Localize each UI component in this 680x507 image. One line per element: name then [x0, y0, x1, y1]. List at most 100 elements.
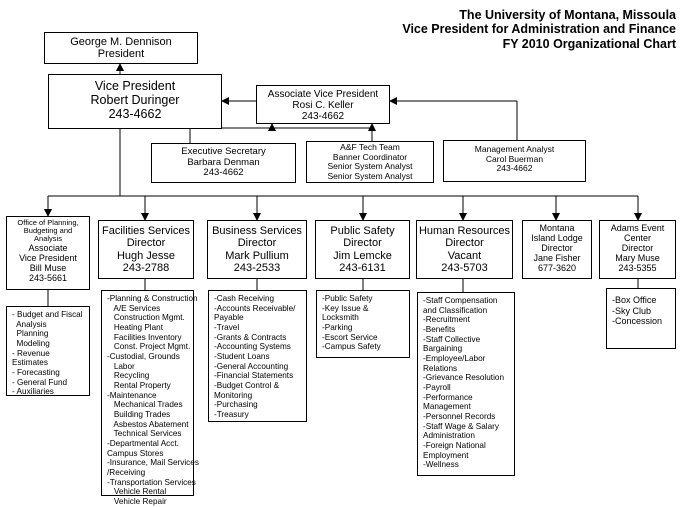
dept-line: Office of Planning,	[17, 218, 79, 227]
avp-title: Associate Vice President	[267, 89, 379, 100]
tech-team-line: Senior System Analyst	[327, 161, 413, 172]
list-item: -Transportation Services	[107, 477, 196, 487]
dept-line: Director	[126, 237, 166, 250]
list-item: -Grants & Contracts	[214, 332, 287, 342]
header-line-3: FY 2010 Organizational Chart	[502, 36, 676, 51]
list-item: -Planning & Construction	[107, 294, 198, 303]
president-name: George M. Dennison	[70, 36, 172, 48]
list-item: -Travel	[214, 323, 240, 333]
list-item: -Staff Collective	[423, 334, 481, 344]
list-item: Technical Services	[107, 429, 182, 439]
list-item: Planning	[12, 329, 49, 339]
exec-secretary-name: Barbara Denman	[187, 156, 260, 168]
list-item: A/E Services	[107, 303, 161, 313]
list-item: /Receiving	[107, 468, 146, 478]
chart-header: The University of Montana, Missoula Vice…	[402, 8, 676, 51]
avp-phone: 243-4662	[301, 111, 345, 123]
list-item: Payable	[214, 313, 244, 323]
dept-line: Hugh Jesse	[116, 249, 176, 262]
mgmt-analyst-title: Management Analyst	[474, 144, 555, 154]
list-item: Locksmith	[322, 313, 359, 323]
dept-line: Associate	[28, 242, 68, 253]
mgmt-analyst-name: Carol Buerman	[485, 153, 544, 164]
dept-line: Public Safety	[330, 225, 395, 237]
dept-line: Bill Muse	[29, 262, 67, 273]
list-item: Building Trades	[107, 410, 171, 420]
avp-box: Associate Vice President Rosi C. Keller …	[256, 85, 390, 124]
list-item: -Insurance, Mail Services	[107, 458, 199, 468]
dept-line: Director	[541, 243, 573, 254]
dept-line: 243-2788	[122, 261, 170, 274]
tech-team-box: A&F Tech Team Banner Coordinator Senior …	[306, 141, 434, 183]
list-item: -Foreign National	[423, 441, 486, 451]
list-item: - Forecasting	[12, 368, 60, 378]
tech-team-title: A&F Tech Team	[340, 142, 400, 152]
list-item: -Accounts Receivable/	[214, 303, 296, 313]
dept-box-island-lodge: Montana Island Lodge Director Jane Fishe…	[522, 220, 592, 279]
list-item: -Staff Compensation	[423, 296, 498, 305]
dept-line: Facilities Services	[101, 225, 191, 237]
dept-line: Human Resources	[418, 225, 511, 237]
list-item: -Employee/Labor	[423, 354, 486, 364]
list-item: -Purchasing	[214, 400, 258, 410]
vp-phone: 243-4662	[108, 107, 162, 121]
mgmt-analyst-box: Management Analyst Carol Buerman 243-466…	[443, 140, 586, 182]
list-adams-center: -Box Office -Sky Club -Concession	[606, 288, 676, 349]
dept-box-human-resources: Human Resources Director Vacant 243-5703	[416, 220, 513, 279]
exec-secretary-title: Executive Secretary	[181, 146, 266, 157]
list-item: -Financial Statements	[214, 371, 294, 381]
dept-box-adams-center: Adams Event Center Director Mary Muse 24…	[599, 220, 676, 279]
list-item: Modeling	[12, 339, 50, 349]
dept-line: Mark Pullium	[225, 249, 289, 262]
list-item: -Grievance Resolution	[423, 373, 505, 383]
list-item: -Departmental Acct.	[107, 439, 179, 449]
list-item: -Campus Safety	[322, 342, 381, 352]
dept-line: Center	[623, 233, 651, 244]
list-item: -Parking	[322, 323, 353, 333]
dept-line: Montana	[539, 223, 575, 233]
list-item: -Performance	[423, 392, 473, 402]
dept-box-facilities: Facilities Services Director Hugh Jesse …	[98, 220, 194, 279]
list-item: -Payroll	[423, 383, 451, 393]
dept-line: 243-2533	[233, 261, 281, 274]
list-item: Vehicle Rental	[107, 487, 167, 497]
list-planning: - Budget and Fiscal Analysis Planning Mo…	[6, 306, 90, 396]
list-item: Estimates	[12, 358, 48, 368]
president-box: George M. Dennison President	[44, 32, 198, 64]
header-line-1: The University of Montana, Missoula	[459, 8, 676, 22]
list-item: -Escort Service	[322, 332, 378, 342]
tech-team-line: Senior System Analyst	[327, 170, 413, 181]
exec-secretary-box: Executive Secretary Barbara Denman 243-4…	[151, 143, 296, 183]
dept-line: Director	[445, 237, 484, 250]
list-item: - Budget and Fiscal	[12, 310, 83, 319]
list-facilities: -Planning & Construction A/E Services Co…	[101, 290, 199, 506]
dept-line: Director	[621, 243, 654, 254]
list-item: -Maintenance	[107, 390, 157, 400]
list-item: - Auxiliaries	[12, 387, 54, 397]
list-item: -Sky Club	[612, 305, 652, 316]
list-public-safety: -Public Safety -Key Issue & Locksmith -P…	[316, 290, 410, 358]
list-item: Vehicle Repair	[107, 497, 167, 507]
avp-name: Rosi C. Keller	[292, 100, 354, 112]
list-item: Mechanical Trades	[107, 400, 183, 410]
list-item: - General Fund	[12, 377, 68, 387]
vp-title: Vice President	[94, 79, 176, 93]
list-item: -Budget Control &	[214, 381, 280, 391]
list-item: -Accounting Systems	[214, 342, 291, 352]
exec-secretary-phone: 243-4662	[203, 167, 244, 179]
list-item: -General Accounting	[214, 361, 289, 371]
dept-line: Analysis	[34, 233, 62, 243]
dept-line: Budgeting and	[23, 225, 73, 235]
list-item: and Classification	[423, 305, 488, 315]
dept-line: 677-3620	[537, 263, 577, 274]
dept-line: Mary Muse	[615, 253, 660, 264]
dept-line: 243-5661	[28, 272, 68, 283]
tech-team-line: Banner Coordinator	[332, 151, 408, 162]
vp-name: Robert Duringer	[90, 93, 180, 107]
list-item: Administration	[423, 431, 475, 441]
list-item: -Public Safety	[322, 294, 373, 303]
dept-box-public-safety: Public Safety Director Jim Lemcke 243-61…	[315, 220, 410, 279]
list-item: -Benefits	[423, 325, 456, 335]
list-item: -Custodial, Grounds	[107, 352, 180, 362]
dept-box-planning: Office of Planning, Budgeting and Analys…	[6, 216, 90, 290]
